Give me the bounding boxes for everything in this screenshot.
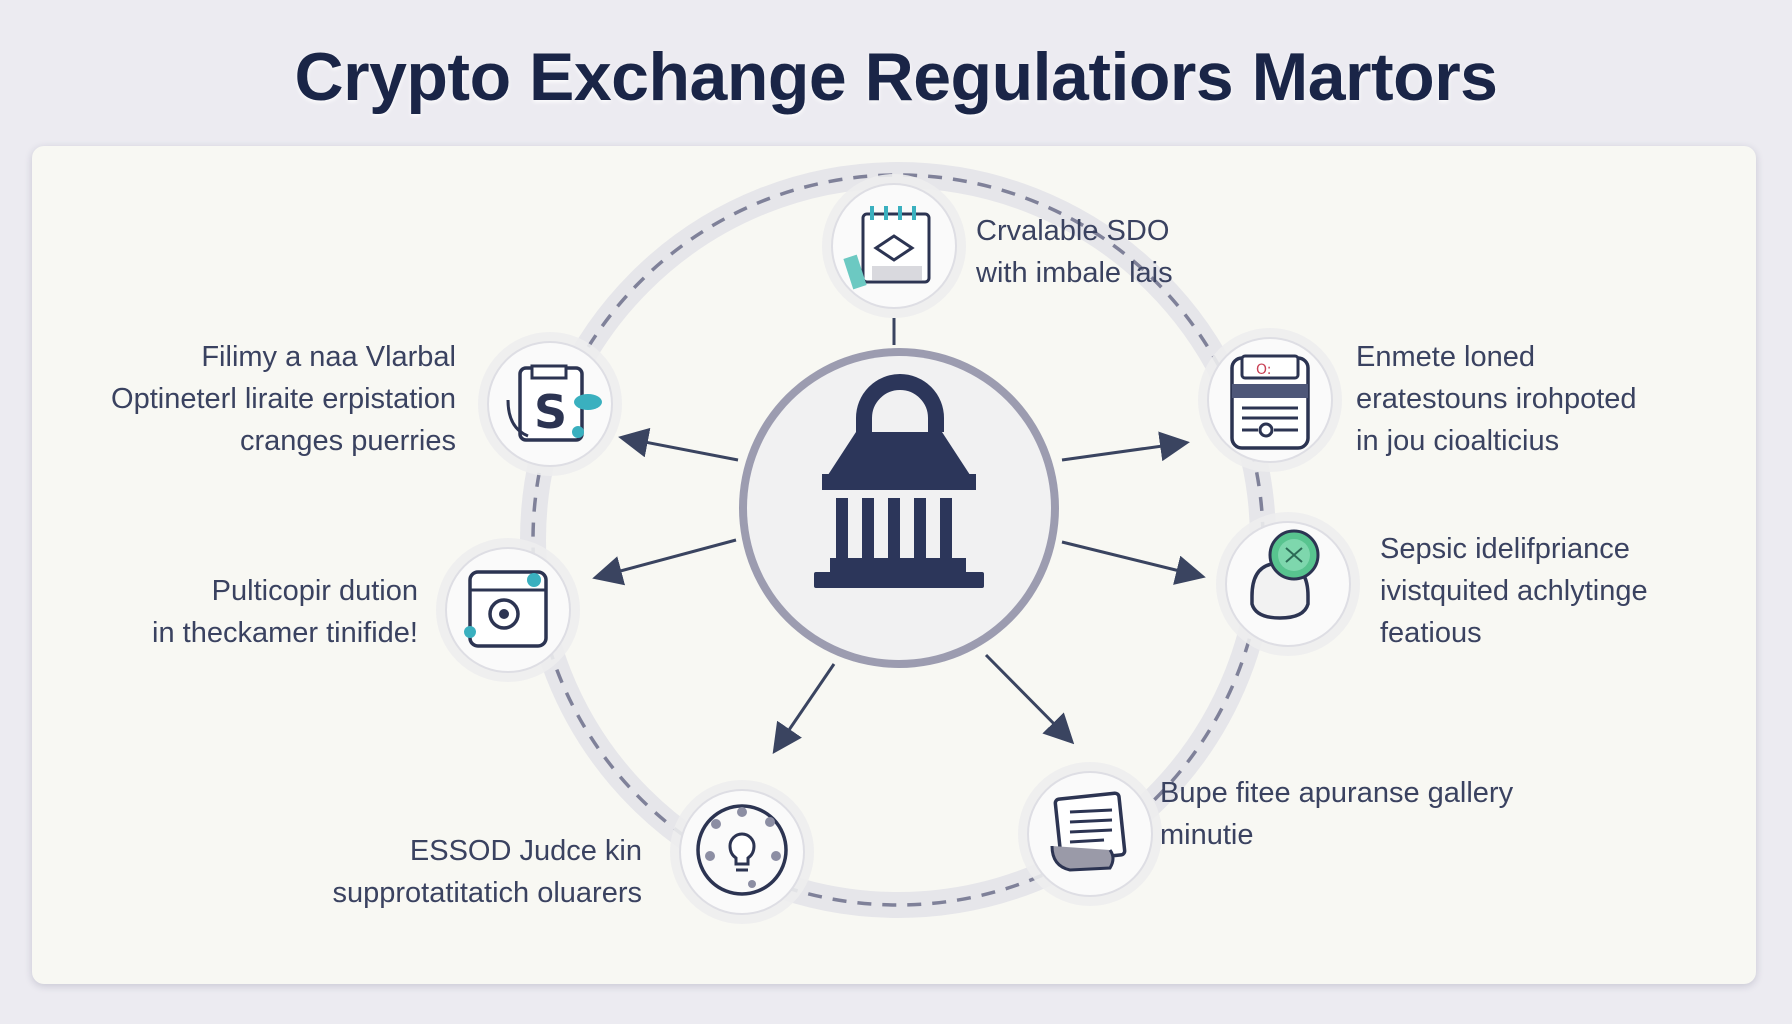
node-right-middle xyxy=(1216,512,1360,656)
label-bottom-right: Bupe fitee apuranse gallery minutie xyxy=(1160,777,1514,851)
connector-left-upper xyxy=(618,427,739,462)
connector-bottom-left xyxy=(772,663,836,754)
bank-lock-icon xyxy=(814,374,984,588)
label-left-middle: Pulticopir dution in theckamer tinifide! xyxy=(152,575,418,649)
connector-right-middle xyxy=(1061,540,1206,585)
node-left-middle xyxy=(436,538,580,682)
connector-left-middle xyxy=(592,538,737,586)
node-right-upper: O: xyxy=(1198,328,1342,472)
label-bottom-left: ESSOD Judce kin supprotatitatich oluarer… xyxy=(332,835,643,909)
connector-right-upper xyxy=(1061,431,1190,462)
node-left-upper: S xyxy=(478,332,622,476)
connector-bottom-right xyxy=(984,653,1075,745)
label-right-middle: Sepsic idelifpriance ivistquited achlyti… xyxy=(1380,533,1648,649)
id-card-icon: O: xyxy=(1230,354,1310,450)
page-title: Crypto Exchange Regulatiors Martors xyxy=(294,39,1498,115)
label-left-upper: Filimy a naa Vlarbal Optineterl liraite … xyxy=(111,341,456,457)
svg-text:O:: O: xyxy=(1256,362,1272,378)
security-user-icon xyxy=(1250,529,1320,620)
node-bottom-right xyxy=(1018,762,1162,906)
center-hub xyxy=(739,348,1059,668)
node-top xyxy=(822,174,966,318)
browser-window-icon xyxy=(464,570,548,648)
svg-text:S: S xyxy=(534,385,567,439)
label-top: Crvalable SDO with imbale lais xyxy=(976,215,1173,289)
label-right-upper: Enmete loned eratestouns irohpoted in jo… xyxy=(1356,341,1637,457)
notepad-icon xyxy=(843,206,931,290)
document-list-icon xyxy=(1050,791,1127,872)
dollar-document-icon: S xyxy=(506,364,602,442)
node-bottom-left xyxy=(670,780,814,924)
lightbulb-network-icon xyxy=(696,804,788,896)
